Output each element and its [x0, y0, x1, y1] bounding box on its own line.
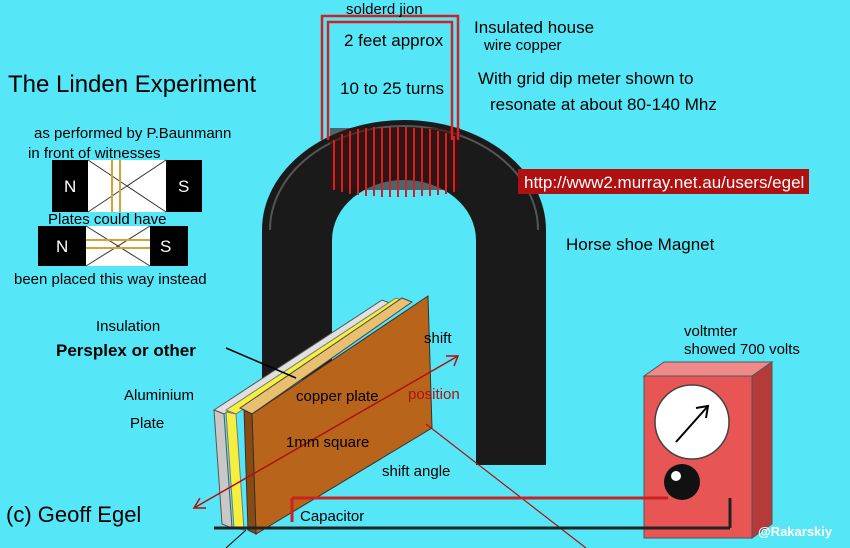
- aluminium-label-line1: Aluminium: [124, 387, 194, 404]
- dip-meter-note-line1: With grid dip meter shown to: [478, 69, 693, 88]
- aluminium-label-line2: Plate: [130, 415, 164, 432]
- wire-note-line1: Insulated house: [474, 18, 594, 37]
- url-box[interactable]: http://www2.murray.net.au/users/egel: [518, 169, 809, 194]
- base-line: [225, 529, 247, 548]
- voltmeter-label-line2: showed 700 volts: [684, 341, 800, 358]
- voltmeter-knob: [664, 464, 700, 500]
- shift-label: shift: [424, 330, 452, 347]
- plates-note-line2: been placed this way instead: [14, 271, 207, 288]
- coil-loop-wire: [320, 14, 460, 140]
- voltmeter-dial: [654, 384, 730, 460]
- plate-assembly: [212, 295, 433, 535]
- witnesses-label: in front of witnesses: [28, 145, 161, 162]
- dip-meter-note-line2: resonate at about 80-140 Mhz: [490, 95, 717, 114]
- capacitor-label: Capacitor: [300, 508, 364, 525]
- position-label: position: [408, 386, 460, 403]
- plates-note-line1: Plates could have: [48, 211, 166, 228]
- insulation-pointer: [225, 347, 297, 379]
- perspex-label: Persplex or other: [56, 341, 196, 360]
- voltmeter: [642, 361, 774, 539]
- diagram-title: The Linden Experiment: [8, 71, 256, 98]
- performed-by-label: as performed by P.Baunmann: [34, 125, 231, 142]
- watermark-label: @Rakarskiy: [758, 524, 833, 539]
- copper-plate-label: copper plate: [296, 388, 379, 405]
- pole-s-label-2: S: [160, 237, 171, 256]
- coil-turns-label: 10 to 25 turns: [340, 79, 444, 98]
- voltmeter-label-line1: voltmter: [684, 323, 737, 340]
- plate-arrangement-2: N S: [38, 225, 188, 267]
- url-link[interactable]: http://www2.murray.net.au/users/egel: [524, 173, 804, 192]
- plate-size-label: 1mm square: [286, 434, 369, 451]
- shift-position-line: [192, 355, 460, 509]
- shift-angle-label: shift angle: [382, 463, 450, 480]
- coil-length-label: 2 feet approx: [344, 31, 444, 50]
- coil-windings: [330, 127, 460, 197]
- magnet-label: Horse shoe Magnet: [566, 235, 715, 254]
- pole-n-label-2: N: [56, 237, 68, 256]
- plate-arrangement-1: N S: [52, 159, 202, 213]
- pole-n-label-1: N: [64, 177, 76, 196]
- voltmeter-needle: [675, 405, 709, 443]
- copyright-label: (c) Geoff Egel: [6, 502, 141, 527]
- insulation-label: Insulation: [96, 318, 160, 335]
- solder-joint-label: solderd jion: [346, 1, 423, 18]
- pole-s-label-1: S: [178, 177, 189, 196]
- wire-note-line2: wire copper: [483, 37, 562, 54]
- capacitor-wires: [214, 496, 732, 530]
